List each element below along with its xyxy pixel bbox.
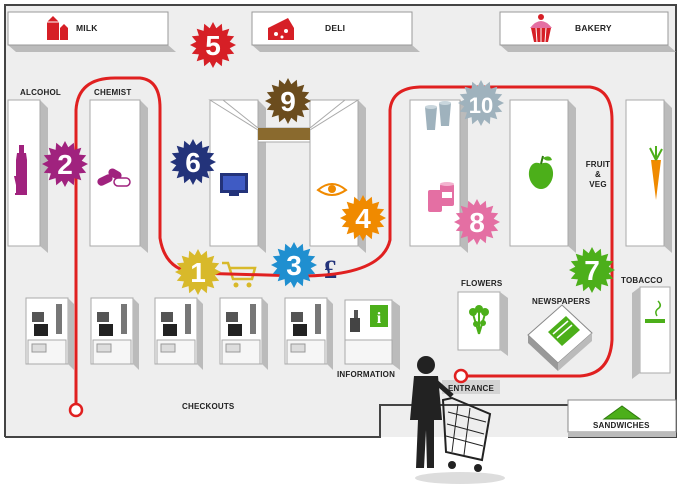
checkouts-label: CHECKOUTS	[182, 402, 235, 411]
information-desk: i	[344, 299, 400, 370]
fruit-veg-label-line-1: FRUIT	[585, 160, 611, 169]
route-marker-number: 9	[280, 86, 296, 117]
route-start-marker	[453, 368, 469, 384]
route-marker-10: 10	[458, 80, 504, 126]
flowers-icon	[469, 305, 489, 335]
starburst-icon	[42, 141, 88, 187]
milk-counter	[7, 11, 176, 52]
cupcake-icon	[530, 14, 552, 43]
milk-label: MILK	[76, 23, 98, 33]
checkout-desk	[90, 297, 139, 370]
route-marker-8: 8	[454, 199, 500, 245]
store-wall-front	[5, 404, 568, 438]
information-label: INFORMATION	[337, 370, 396, 379]
fruit-veg-label: FRUIT & VEG	[580, 160, 616, 190]
cheese-icon	[268, 18, 294, 40]
route-marker-number: 3	[286, 250, 302, 281]
television-icon	[220, 173, 248, 196]
cans-icon	[428, 182, 454, 212]
trolley-icon	[222, 261, 257, 288]
route-marker-1: 1	[175, 249, 221, 295]
route-marker-5: 5	[190, 22, 236, 68]
carrot-icon	[649, 146, 663, 200]
pills-icon	[97, 168, 131, 187]
info-icon: i	[377, 310, 382, 327]
route-marker-number: 7	[584, 255, 600, 286]
checkout-desk	[284, 297, 333, 370]
bakery-label: BAKERY	[575, 23, 612, 33]
shopping-route	[74, 76, 614, 409]
route-markers: 1 2 3 4 5 6 7 8 9 10	[42, 22, 615, 295]
fruit-veg-label-line-2: &	[595, 170, 601, 179]
starburst-icon	[190, 22, 236, 68]
eye-icon	[316, 183, 348, 196]
route-marker-3: 3	[271, 242, 317, 288]
newspaper-stand	[527, 304, 593, 371]
pound-sign-icon: £	[324, 255, 337, 284]
starburst-icon	[569, 247, 615, 293]
route-marker-4: 4	[340, 195, 386, 241]
vegetable-shelf	[625, 99, 672, 253]
sandwiches-label: SANDWICHES	[593, 421, 650, 430]
starburst-icon	[170, 139, 216, 185]
route-marker-number: 6	[185, 147, 201, 178]
milk-carton-icon	[47, 16, 68, 40]
route-marker-number: 2	[57, 149, 73, 180]
tobacco-label: TOBACCO	[621, 276, 663, 285]
starburst-icon	[458, 80, 504, 126]
newspapers-label: NEWSPAPERS	[532, 297, 591, 306]
sandwich-icon	[602, 405, 642, 420]
starburst-icon	[265, 78, 311, 124]
route-marker-number: 4	[355, 203, 371, 234]
fruit-veg-label-line-3: VEG	[589, 180, 607, 189]
starburst-icon	[454, 199, 500, 245]
deli-label: DELI	[325, 23, 346, 33]
route-marker-number: 5	[205, 30, 221, 61]
apple-icon	[528, 155, 554, 189]
entrance-label: ENTRANCE	[448, 384, 495, 393]
aisle-header-sign	[208, 99, 360, 143]
bakery-counter	[499, 11, 676, 52]
route-marker-6: 6	[170, 139, 216, 185]
cigarette-icon	[645, 300, 665, 323]
starburst-icon	[340, 195, 386, 241]
starburst-icon	[271, 242, 317, 288]
checkout-desk	[25, 297, 74, 370]
flowers-label: FLOWERS	[461, 279, 503, 288]
sandwich-counter	[567, 399, 677, 437]
route-marker-2: 2	[42, 141, 88, 187]
checkout-desk	[154, 297, 203, 370]
flowers-stand	[457, 291, 508, 356]
route-marker-7: 7	[569, 247, 615, 293]
wine-bottle-icon	[14, 145, 27, 195]
route-marker-number: 1	[190, 257, 206, 288]
alcohol-label: ALCOHOL	[20, 88, 61, 97]
checkout-desks	[25, 297, 333, 370]
entrance-mat	[442, 380, 500, 394]
shopper-with-trolley	[410, 356, 505, 484]
cups-icon	[425, 101, 451, 130]
route-marker-9: 9	[265, 78, 311, 124]
alcohol-shelf	[7, 99, 48, 253]
route-marker-number: 10	[469, 93, 493, 118]
chemist-label: CHEMIST	[94, 88, 132, 97]
checkout-desk	[219, 297, 268, 370]
starburst-icon	[175, 249, 221, 295]
tobacco-cabinet	[632, 286, 671, 379]
route-marker-number: 8	[469, 207, 485, 238]
route-end-marker	[68, 402, 84, 418]
